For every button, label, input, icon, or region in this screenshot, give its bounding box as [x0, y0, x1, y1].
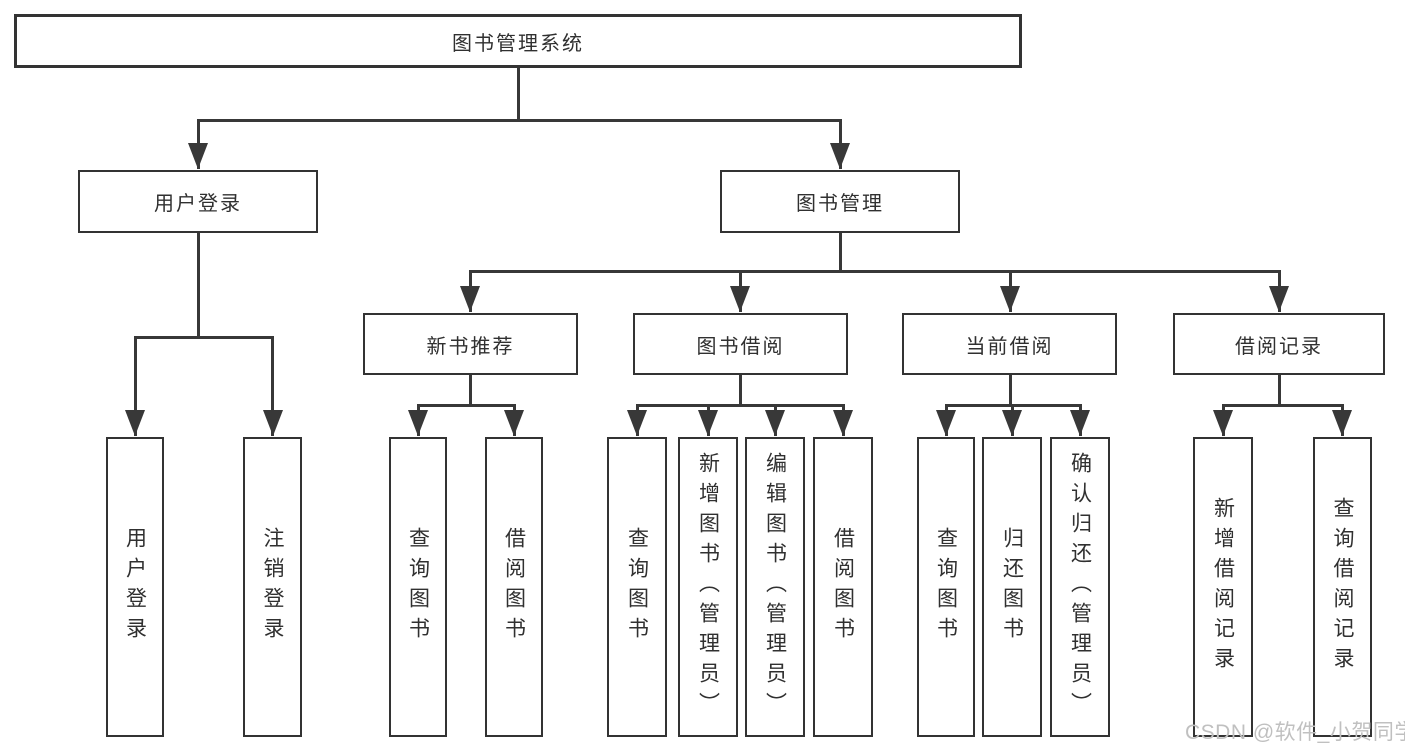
node-book-borrow: 图书借阅: [633, 313, 848, 375]
connector-line: [196, 233, 200, 338]
leaf-label: 新增图书（管理员）: [696, 452, 720, 722]
node-borrow-records: 借阅记录: [1173, 313, 1385, 375]
node-new-book-recommend: 新书推荐: [363, 313, 578, 375]
connector-line: [635, 404, 844, 407]
connector-line: [416, 404, 515, 407]
leaf-label: 查询图书: [406, 527, 430, 647]
connector-line: [738, 375, 742, 406]
node-book-management-label: 图书管理: [796, 193, 884, 215]
leaf-query-books-borrow: 查询图书: [607, 437, 667, 737]
node-current-borrow-label: 当前借阅: [965, 335, 1054, 358]
leaf-query-borrow-record: 查询借阅记录: [1313, 437, 1372, 737]
node-current-borrow: 当前借阅: [902, 313, 1117, 375]
connector-line: [133, 336, 273, 339]
leaf-query-books-current: 查询图书: [917, 437, 975, 737]
node-root-label: 图书管理系统: [452, 32, 584, 55]
arrow-down: [830, 119, 850, 169]
watermark: CSDN @软件_小贺同学: [1185, 721, 1405, 744]
arrow-down: [1070, 404, 1090, 436]
leaf-edit-books-admin: 编辑图书（管理员）: [745, 437, 805, 737]
node-book-borrow-label: 图书借阅: [696, 335, 785, 358]
arrow-down: [765, 404, 785, 436]
arrow-down: [460, 270, 480, 312]
connector-line: [516, 68, 520, 121]
node-new-book-recommend-label: 新书推荐: [426, 335, 515, 358]
arrow-down: [1002, 404, 1022, 436]
leaf-label: 查询图书: [934, 527, 958, 647]
leaf-label: 借阅图书: [831, 527, 855, 647]
leaf-user-login-label: 用户登录: [123, 527, 147, 647]
leaf-label: 编辑图书（管理员）: [763, 452, 787, 722]
arrow-down: [627, 404, 647, 436]
arrow-down: [125, 336, 145, 436]
arrow-down: [504, 404, 524, 436]
leaf-add-books-admin: 新增图书（管理员）: [678, 437, 738, 737]
leaf-add-borrow-record: 新增借阅记录: [1193, 437, 1253, 737]
arrow-down: [698, 404, 718, 436]
leaf-label: 新增借阅记录: [1211, 497, 1235, 677]
leaf-query-books-recommend: 查询图书: [389, 437, 447, 737]
arrow-down: [1269, 270, 1289, 312]
leaf-label: 确认归还（管理员）: [1068, 452, 1092, 722]
leaf-logout-label: 注销登录: [261, 527, 285, 647]
node-user-login-label: 用户登录: [154, 193, 242, 215]
leaf-return-books: 归还图书: [982, 437, 1042, 737]
arrow-down: [262, 336, 283, 436]
connector-line: [468, 270, 1280, 273]
arrow-down: [730, 270, 750, 312]
leaf-borrow-books: 借阅图书: [813, 437, 873, 737]
arrow-down: [936, 404, 956, 436]
leaf-borrow-books-recommend: 借阅图书: [485, 437, 543, 737]
arrow-down: [1000, 270, 1020, 312]
connector-line: [1008, 375, 1012, 406]
arrow-down: [833, 404, 853, 436]
leaf-confirm-return-admin: 确认归还（管理员）: [1050, 437, 1110, 737]
node-user-login: 用户登录: [78, 170, 318, 233]
connector-line: [468, 375, 472, 406]
leaf-label: 借阅图书: [502, 527, 526, 647]
node-borrow-records-label: 借阅记录: [1235, 335, 1323, 358]
arrow-down: [1213, 404, 1233, 436]
node-book-management: 图书管理: [720, 170, 960, 233]
connector-line: [1221, 404, 1343, 407]
connector-line: [1277, 375, 1281, 406]
leaf-user-login: 用户登录: [106, 437, 164, 737]
node-root-system: 图书管理系统: [14, 14, 1022, 68]
leaf-label: 查询借阅记录: [1331, 497, 1355, 677]
leaf-label: 归还图书: [1000, 527, 1024, 647]
leaf-logout: 注销登录: [243, 437, 302, 737]
connector-line: [838, 233, 842, 272]
arrow-down: [1332, 404, 1352, 436]
arrow-down: [188, 119, 208, 169]
connector-line: [196, 119, 841, 122]
leaf-label: 查询图书: [625, 527, 649, 647]
arrow-down: [408, 404, 428, 436]
